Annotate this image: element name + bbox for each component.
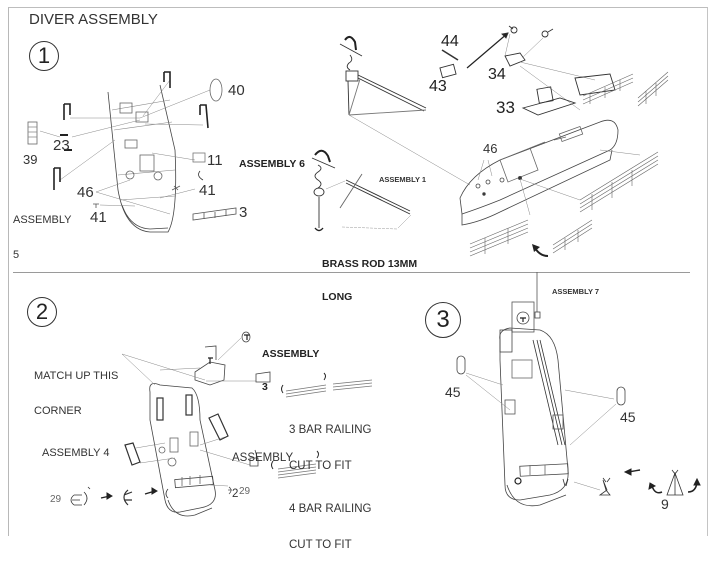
part-number-23: 23 (53, 137, 70, 154)
rail-3bar-line1: 3 BAR RAILING (289, 424, 372, 437)
part-number-39: 39 (23, 152, 38, 167)
part-number-9: 9 (661, 496, 669, 512)
part-number-45-right: 45 (620, 409, 636, 425)
step-1-drawing (27, 25, 669, 257)
assembly-7-label: ASSEMBLY 7 (552, 287, 600, 296)
arrow-icon (100, 487, 158, 500)
assembly-6-label: ASSEMBLY 6 (239, 158, 305, 170)
part-number-46: 46 (77, 184, 94, 201)
brass-rod-line1: BRASS ROD 13MM (322, 258, 418, 271)
part-9-shape (598, 479, 611, 496)
assembly-3-line2: 3 (262, 381, 268, 394)
step-1-badge: 1 (29, 41, 59, 71)
assembly-3-line1: ASSEMBLY (262, 348, 320, 361)
brass-rod-label: BRASS ROD 13MM LONG (322, 237, 417, 314)
step-2-drawing (70, 331, 373, 517)
rail-4bar-line1: 4 BAR RAILING (289, 503, 372, 516)
part-number-3: 3 (239, 204, 248, 221)
part-number-11: 11 (207, 152, 223, 169)
part-number-41-left: 41 (90, 209, 107, 226)
section-divider (13, 272, 690, 273)
part-number-43: 43 (429, 78, 447, 95)
assembly-4-label: ASSEMBLY 4 (42, 447, 110, 459)
part-number-33: 33 (496, 98, 515, 117)
railing-4bar (277, 463, 317, 479)
assembly-2-line1: ASSEMBLY (232, 452, 294, 465)
match-up-line1: MATCH UP THIS (34, 370, 119, 383)
railing-3bar (285, 379, 373, 398)
assembly-5-label: ASSEMBLY 5 (13, 192, 72, 273)
assembly-2-label: ASSEMBLY 2 (232, 428, 293, 512)
step-3-drawing (456, 272, 701, 507)
part-number-41-right: 41 (199, 182, 216, 199)
assembly-5-line1: ASSEMBLY (13, 214, 72, 227)
part-number-29-left: 29 (50, 494, 62, 505)
part-number-44: 44 (441, 33, 459, 50)
match-up-label: MATCH UP THIS CORNER (34, 348, 118, 429)
part-number-34: 34 (488, 66, 506, 83)
match-up-line2: CORNER (34, 404, 82, 417)
step-3-badge: 3 (425, 302, 461, 338)
step-2-badge: 2 (27, 297, 57, 327)
boat-hull-step1-side (459, 119, 641, 226)
rail-3bar-line2: CUT TO FIT (289, 460, 352, 473)
assembly-3-label: ASSEMBLY 3 (262, 327, 319, 404)
assembly-5-line2: 5 (13, 248, 20, 261)
part-number-46-boat: 46 (483, 141, 498, 156)
railing-part-3 (192, 207, 237, 221)
rail-3bar-label: 3 BAR RAILING CUT TO FIT (289, 400, 371, 484)
boat-hull-step2 (149, 383, 216, 513)
rail-4bar-line2: CUT TO FIT (289, 539, 352, 552)
page-frame (8, 7, 708, 536)
part-number-40: 40 (228, 82, 245, 99)
brass-rod-line2: LONG (322, 291, 353, 304)
page-title: DIVER ASSEMBLY (29, 11, 158, 28)
part-number-45-left: 45 (445, 384, 461, 400)
part-number-29-right: 29 (239, 486, 251, 497)
assembly-1-label: ASSEMBLY 1 (379, 175, 427, 184)
assembly-2-line2: 2 (232, 488, 239, 501)
railing-set-step1 (469, 71, 669, 257)
